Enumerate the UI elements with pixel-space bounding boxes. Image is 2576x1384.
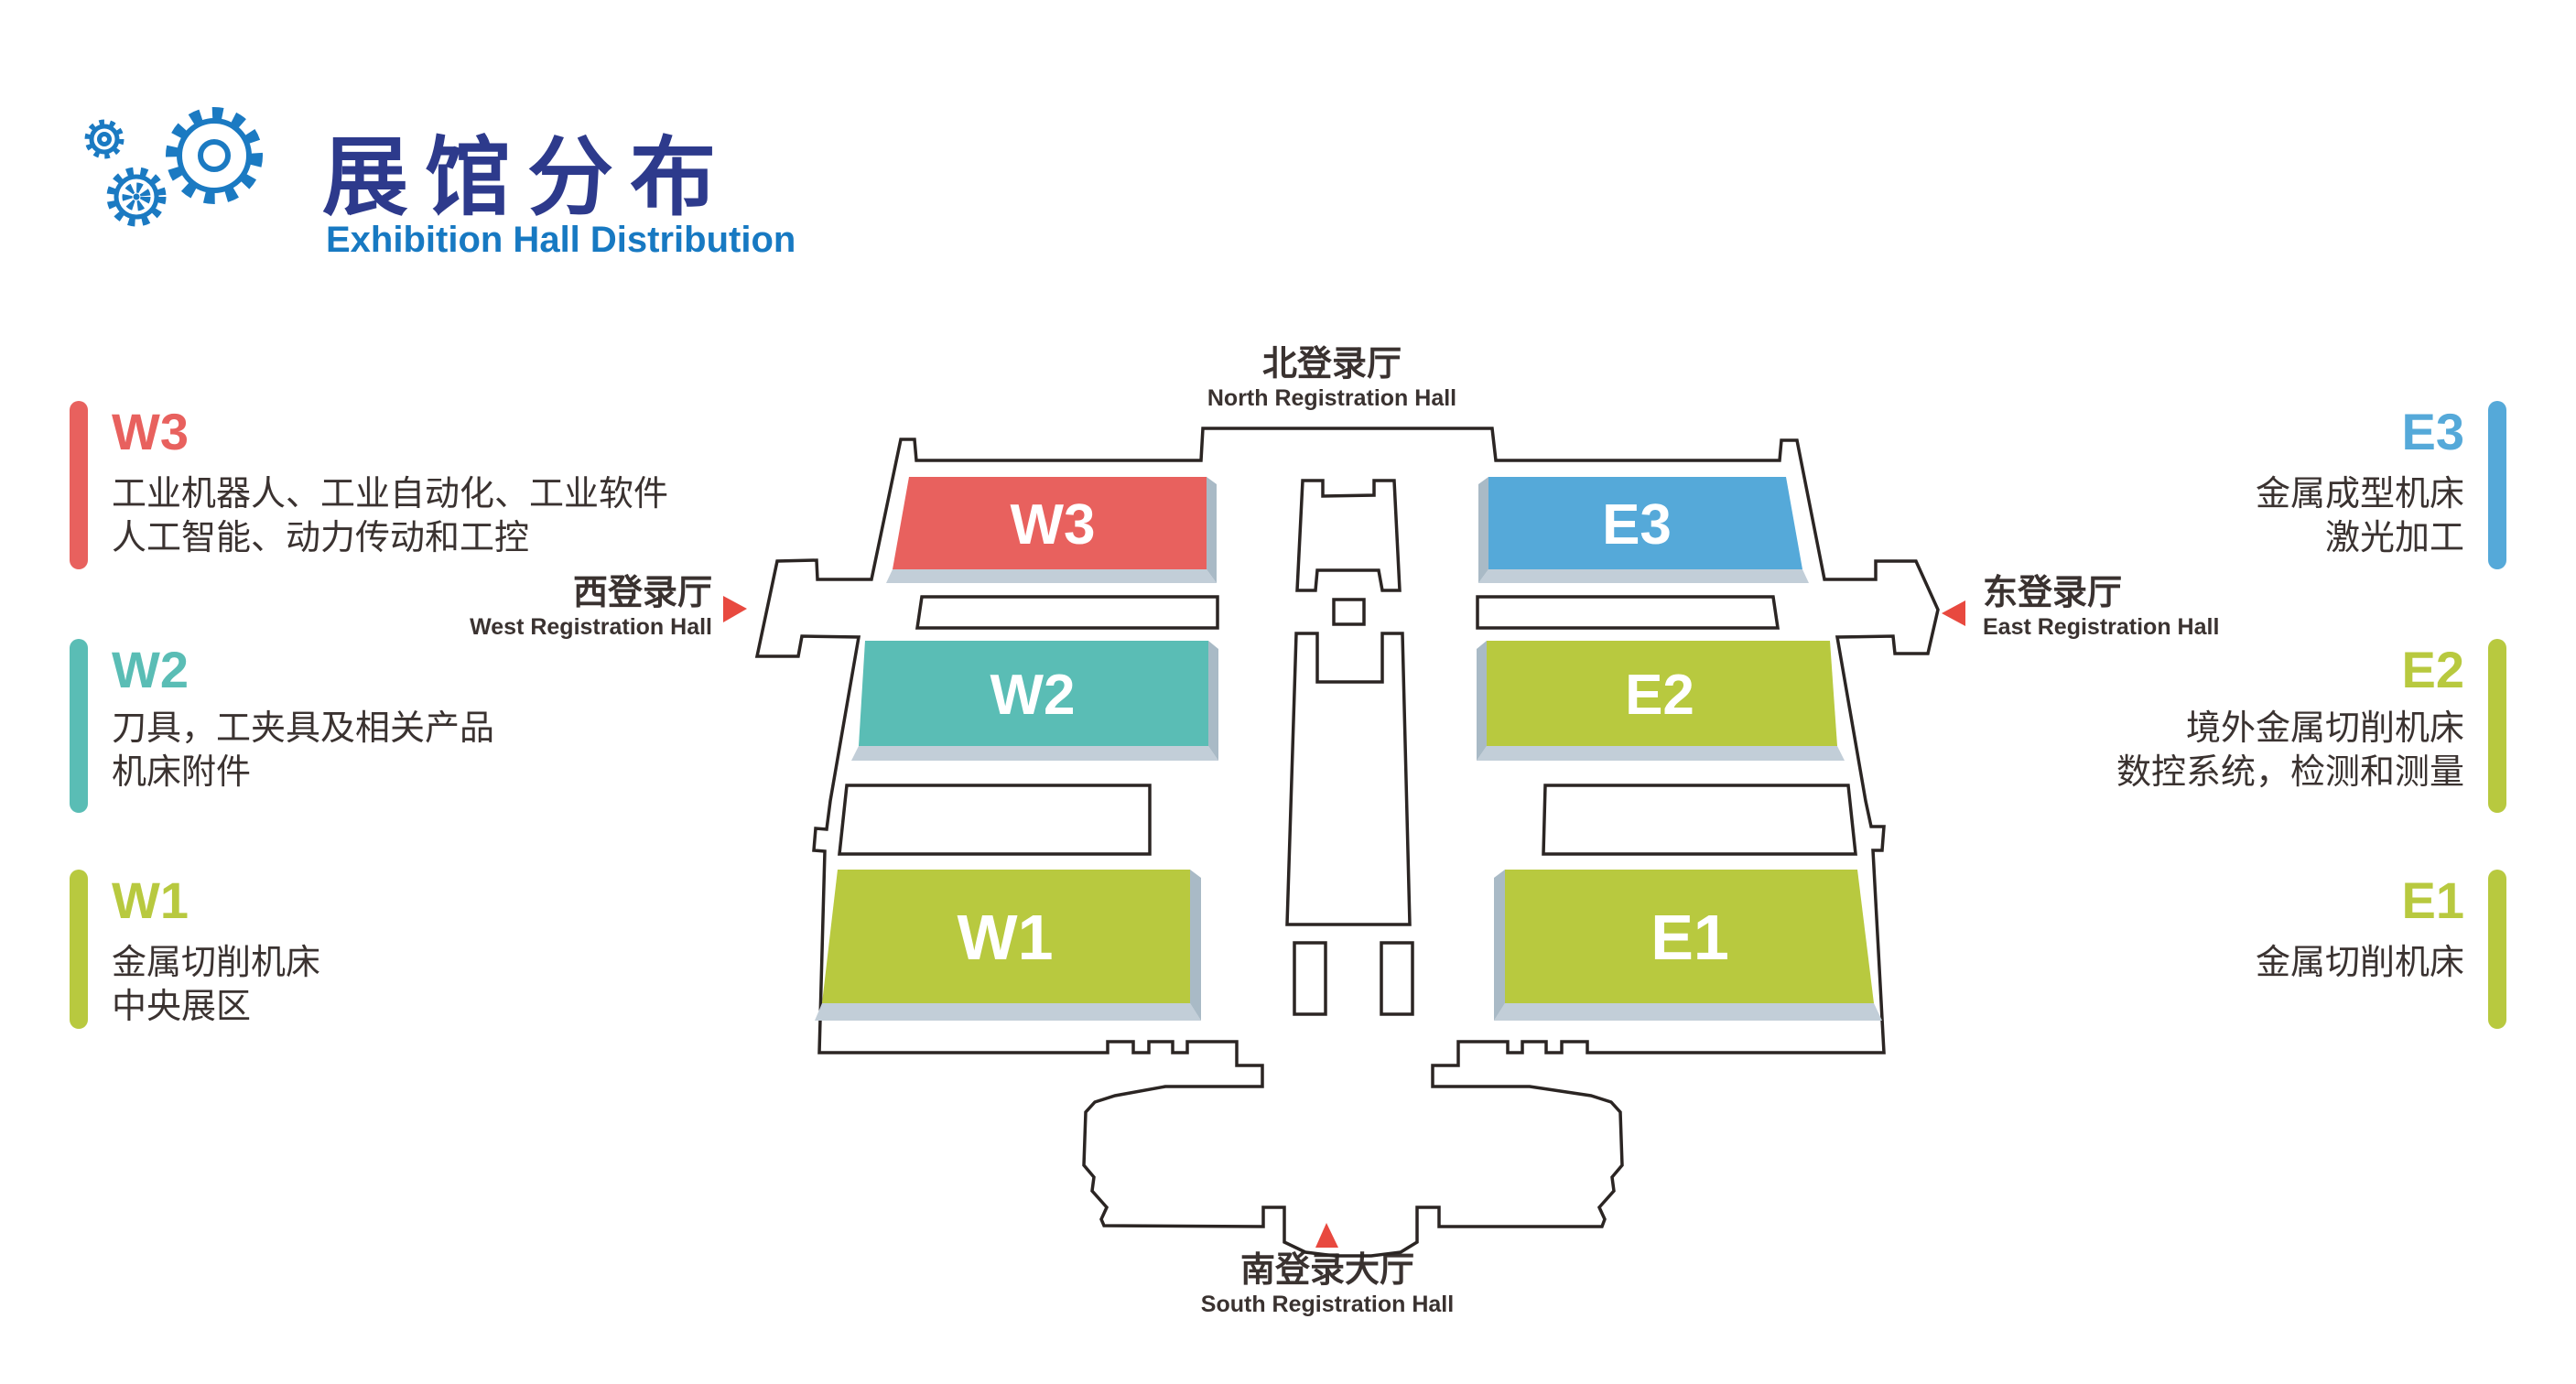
legend-code-e1: E1 [2401, 871, 2465, 929]
hall-e1-label: E1 [1651, 902, 1729, 973]
hall-e2: E2 [1477, 641, 1845, 761]
hall-e1-shape [1505, 870, 1874, 1003]
west-registration-label: 西登录厅 West Registration Hall [470, 574, 712, 640]
building-outline [754, 427, 1940, 1258]
interior-structures [838, 479, 1857, 1016]
legend-bar-e3 [2488, 401, 2506, 569]
legend-text-w2: 刀具，工夹具及相关产品 机床附件 [112, 709, 495, 792]
east-entrance-arrow-icon [1942, 600, 1965, 626]
legend-code-w1: W1 [112, 871, 189, 929]
hall-e3-label: E3 [1602, 493, 1672, 557]
central-corridor-lower [1285, 632, 1412, 926]
legend-code-e2: E2 [2401, 641, 2465, 698]
south-entrance-arrow-icon [1315, 1223, 1338, 1248]
north-registration-label: 北登录厅 North Registration Hall [1207, 345, 1457, 411]
hall-w1-shape [822, 870, 1190, 1003]
legend-code-w2: W2 [112, 641, 189, 698]
east-registration-label: 东登录厅 East Registration Hall [1983, 574, 2220, 640]
legend-text-w1: 金属切削机床 中央展区 [112, 944, 321, 1026]
hall-w3: W3 [886, 477, 1217, 583]
west-entrance-arrow-icon [723, 596, 747, 622]
legend-bar-e2 [2488, 639, 2506, 813]
hall-e3: E3 [1478, 477, 1809, 583]
floor-plan-map: W3 E3 W2 E2 W1 E1 [723, 427, 1965, 1258]
legend-bar-w3 [70, 401, 88, 569]
hall-w3-label: W3 [1011, 493, 1096, 557]
hall-e2-shape [1487, 641, 1837, 746]
east-side-hall [1476, 595, 1780, 630]
legend-text-e2: 境外金属切削机床 数控系统，检测和测量 [2116, 709, 2464, 792]
legend-bar-w2 [70, 639, 88, 813]
hall-w1-label: W1 [958, 902, 1054, 973]
gears-icon [84, 107, 263, 227]
legend-bar-w1 [70, 870, 88, 1029]
central-post-right [1380, 941, 1414, 1016]
east-side-hall-2 [1542, 784, 1857, 856]
legend-bar-e1 [2488, 870, 2506, 1029]
legend-text-e3: 金属成型机床 激光加工 [2255, 475, 2464, 557]
legend-code-e3: E3 [2401, 403, 2465, 460]
central-corridor-upper [1295, 479, 1402, 592]
hall-w1: W1 [815, 870, 1201, 1021]
hall-w2-label: W2 [990, 664, 1076, 727]
west-side-hall-2 [838, 784, 1152, 856]
legend-text-w3: 工业机器人、工业自动化、工业软件 人工智能、动力传动和工控 [112, 475, 669, 557]
hall-e1: E1 [1494, 870, 1882, 1021]
legend-code-w3: W3 [112, 403, 189, 460]
hall-e3-shape [1488, 477, 1802, 569]
legend-text-e1: 金属切削机床 [2255, 944, 2464, 982]
page-title: 展馆分布 [322, 129, 733, 225]
west-side-hall [915, 595, 1219, 630]
hall-w2: W2 [851, 641, 1218, 761]
page-subtitle: Exhibition Hall Distribution [326, 220, 796, 260]
hall-w3-shape [893, 477, 1207, 569]
central-post-left [1293, 941, 1327, 1016]
central-kiosk [1332, 598, 1366, 626]
hall-w2-shape [859, 641, 1208, 746]
south-registration-label: 南登录大厅 South Registration Hall [1200, 1251, 1455, 1317]
hall-e2-label: E2 [1625, 664, 1694, 727]
